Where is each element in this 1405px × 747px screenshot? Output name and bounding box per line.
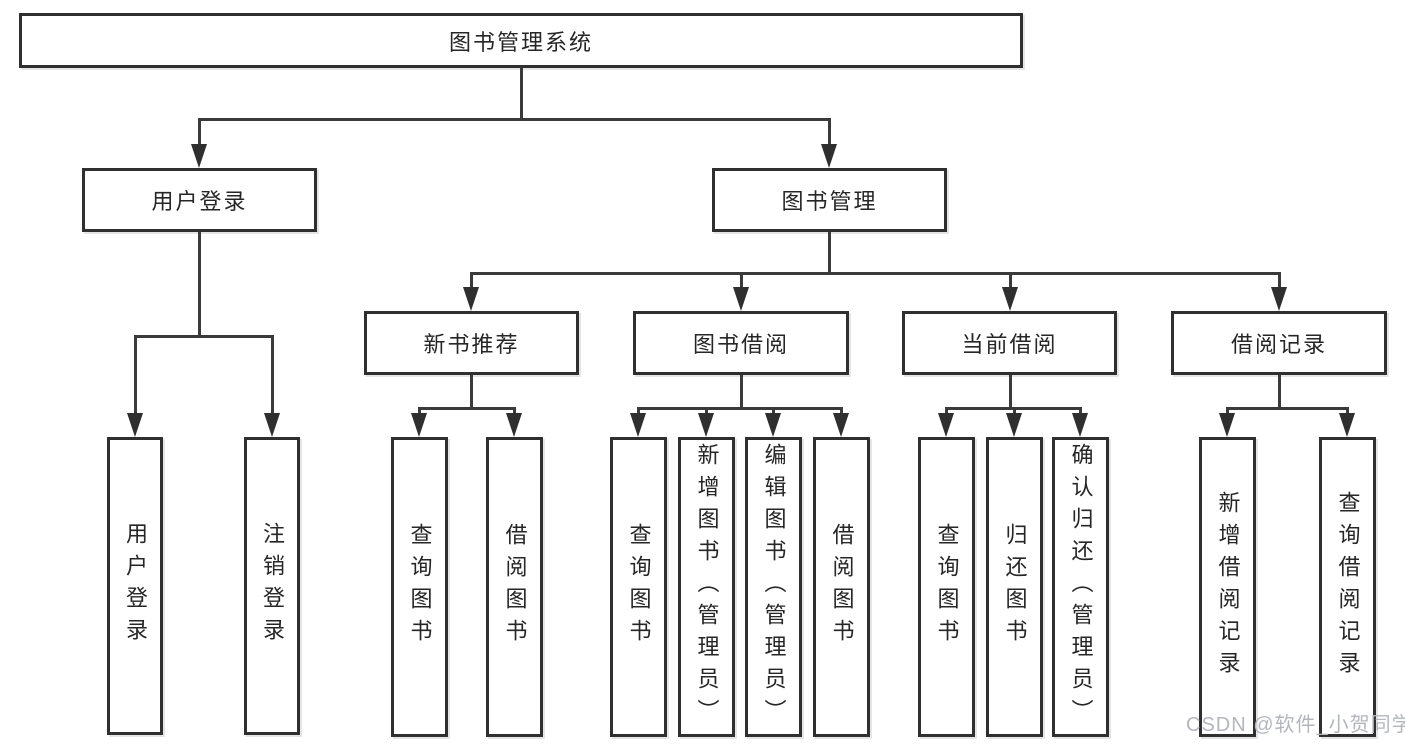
connector-hline	[637, 407, 843, 410]
node-library-system: 图书管理系统	[19, 13, 1023, 68]
node-edit-books-admin: 编辑图书（管理员）	[745, 437, 802, 737]
connector-vline	[520, 68, 523, 118]
node-confirm-return-admin: 确认归还（管理员）	[1052, 437, 1109, 737]
arrow-down-icon	[411, 413, 427, 437]
connector-vline	[134, 335, 137, 415]
node-query-books-3: 查询图书	[918, 437, 975, 737]
arrow-down-icon	[630, 413, 646, 437]
arrow-down-icon	[1271, 287, 1287, 311]
node-current-borrow: 当前借阅	[902, 311, 1117, 375]
connector-vline	[740, 272, 743, 289]
connector-vline	[271, 335, 274, 415]
node-query-books-1: 查询图书	[391, 437, 448, 737]
connector-vline	[828, 232, 831, 272]
connector-vline	[705, 407, 708, 417]
connector-hline	[418, 407, 516, 410]
connector-vline	[513, 407, 516, 417]
connector-vline	[470, 375, 473, 407]
connector-vline	[828, 118, 831, 146]
arrow-down-icon	[191, 144, 207, 168]
watermark: CSDN @软件_小贺同学	[1186, 714, 1405, 736]
connector-vline	[740, 375, 743, 407]
arrow-down-icon	[264, 413, 280, 437]
connector-vline	[772, 407, 775, 417]
node-new-book-recommend: 新书推荐	[364, 311, 579, 375]
arrow-down-icon	[765, 413, 781, 437]
node-borrow-records: 借阅记录	[1171, 311, 1387, 375]
arrow-down-icon	[733, 287, 749, 311]
connector-vline	[1013, 407, 1016, 417]
connector-vline	[1226, 407, 1229, 417]
connector-vline	[637, 407, 640, 417]
connector-vline	[198, 232, 201, 335]
node-borrow-books-1: 借阅图书	[486, 437, 543, 737]
connector-vline	[1278, 272, 1281, 289]
connector-vline	[1079, 407, 1082, 417]
connector-vline	[198, 118, 201, 146]
connector-hline	[134, 335, 274, 338]
connector-vline	[1009, 375, 1012, 407]
node-add-books-admin: 新增图书（管理员）	[678, 437, 735, 737]
arrow-down-icon	[1219, 413, 1235, 437]
node-query-borrow-record: 查询借阅记录	[1319, 437, 1376, 737]
node-book-management: 图书管理	[712, 168, 947, 232]
arrow-down-icon	[463, 287, 479, 311]
arrow-down-icon	[1072, 413, 1088, 437]
connector-hline	[1226, 407, 1349, 410]
node-book-borrow: 图书借阅	[633, 311, 849, 375]
connector-vline	[418, 407, 421, 417]
arrow-down-icon	[821, 144, 837, 168]
arrow-down-icon	[1006, 413, 1022, 437]
arrow-down-icon	[127, 413, 143, 437]
connector-hline	[470, 272, 1281, 275]
node-logout-leaf: 注销登录	[244, 437, 300, 735]
node-user-login: 用户登录	[82, 168, 317, 232]
node-borrow-books-2: 借阅图书	[813, 437, 870, 737]
node-user-login-leaf: 用户登录	[107, 437, 163, 735]
arrow-down-icon	[698, 413, 714, 437]
arrow-down-icon	[938, 413, 954, 437]
node-query-books-2: 查询图书	[610, 437, 667, 737]
connector-vline	[1009, 272, 1012, 289]
connector-vline	[1346, 407, 1349, 417]
arrow-down-icon	[1339, 413, 1355, 437]
arrow-down-icon	[506, 413, 522, 437]
connector-vline	[470, 272, 473, 289]
connector-vline	[945, 407, 948, 417]
connector-hline	[198, 118, 831, 121]
arrow-down-icon	[1002, 287, 1018, 311]
node-return-books: 归还图书	[986, 437, 1043, 737]
node-add-borrow-record: 新增借阅记录	[1199, 437, 1256, 737]
arrow-down-icon	[833, 413, 849, 437]
connector-vline	[840, 407, 843, 417]
connector-vline	[1278, 375, 1281, 407]
